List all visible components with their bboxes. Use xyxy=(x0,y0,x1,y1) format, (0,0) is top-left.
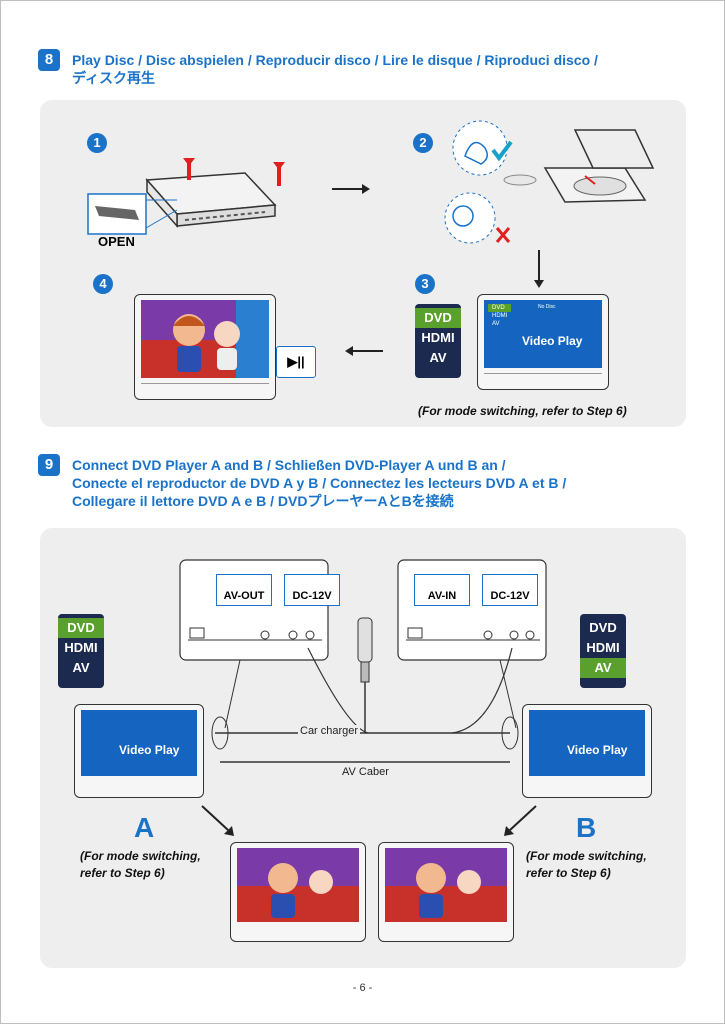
step-8-badge: 8 xyxy=(38,49,60,71)
note-b-line1: (For mode switching, xyxy=(526,849,647,863)
play-pause-icon: ▶|| xyxy=(276,346,316,378)
note-a-line2: refer to Step 6) xyxy=(80,866,165,880)
step-4-badge: 4 xyxy=(93,274,113,294)
monitor-screen: DVD HDMI AV No Disc Video Play xyxy=(484,300,602,368)
screen-menu-av: AV xyxy=(492,321,500,327)
note-a-line1: (For mode switching, xyxy=(80,849,201,863)
dc-12v-tag-left: DC-12V xyxy=(284,574,340,606)
arrow-down-icon xyxy=(534,250,544,288)
monitor-b-output xyxy=(378,842,514,942)
page-number: - 6 - xyxy=(352,982,373,994)
menu-b-av: AV xyxy=(580,658,626,678)
car-charger-label: Car charger xyxy=(298,725,361,737)
monitor-buttons xyxy=(484,373,602,384)
monitor-a: Video Play xyxy=(74,704,204,798)
arrow-left-icon xyxy=(345,346,383,356)
screen-menu-hdmi: HDMI xyxy=(492,313,508,319)
section-9-title-line3: Collegare il lettore DVD A e B / DVDプレーヤ… xyxy=(72,493,454,509)
video-play-label: Video Play xyxy=(522,334,583,348)
no-disc-label: No Disc xyxy=(538,304,556,310)
section-8-title-line1: Play Disc / Disc abspielen / Reproducir … xyxy=(72,52,598,68)
menu-item-av: AV xyxy=(429,350,447,365)
monitor-a-screen: Video Play xyxy=(81,710,197,776)
av-in-tag: AV-IN xyxy=(414,574,470,606)
player-open-illustration xyxy=(87,158,285,235)
monitor-playing xyxy=(134,294,276,400)
arrow-right-icon xyxy=(332,184,370,194)
section-8-title: Play Disc / Disc abspielen / Reproducir … xyxy=(72,51,598,87)
menu-b-dvd: DVD xyxy=(589,620,617,635)
screen-menu-dvd: DVD xyxy=(488,304,512,312)
step-3-badge: 3 xyxy=(415,274,435,294)
section-8-title-line2: ディスク再生 xyxy=(72,70,156,86)
av-cable-label: AV Caber xyxy=(342,766,389,778)
menu-item-hdmi: HDMI xyxy=(421,330,455,345)
letter-b: B xyxy=(576,812,597,843)
arrow-down-right-icon xyxy=(201,805,234,836)
source-menu: DVD HDMI AV xyxy=(415,304,461,378)
menu-a-dvd: DVD xyxy=(58,618,104,638)
menu-item-dvd: DVD xyxy=(415,308,461,328)
open-label: OPEN xyxy=(98,234,135,249)
mode-switch-note: (For mode switching, refer to Step 6) xyxy=(418,404,627,418)
monitor-b-video-play: Video Play xyxy=(567,743,628,757)
arrow-down-left-icon xyxy=(504,805,537,836)
av-out-tag: AV-OUT xyxy=(216,574,272,606)
monitor-b-screen: Video Play xyxy=(529,710,645,776)
step-2-badge: 2 xyxy=(413,133,433,153)
note-b-line2: refer to Step 6) xyxy=(526,866,611,880)
source-menu-b: DVD HDMI AV xyxy=(580,614,626,688)
cartoon-video-frame-b xyxy=(385,848,507,922)
screen-menu: DVD HDMI AV xyxy=(488,304,512,328)
menu-b-hdmi: HDMI xyxy=(586,640,620,655)
source-menu-a: DVD HDMI AV xyxy=(58,614,104,688)
letter-a: A xyxy=(134,812,155,843)
step-1-badge: 1 xyxy=(87,133,107,153)
monitor-a-output xyxy=(230,842,366,942)
monitor-buttons xyxy=(141,383,269,394)
monitor-a-video-play: Video Play xyxy=(119,743,180,757)
note-a: (For mode switching, refer to Step 6) xyxy=(80,848,201,882)
connect-panel: AV-OUT DC-12V AV-IN DC-12V Car charger A… xyxy=(40,528,686,968)
section-9-title: Connect DVD Player A and B / Schließen D… xyxy=(72,456,566,510)
disc-handling-illustration xyxy=(444,120,655,244)
cartoon-video-frame xyxy=(141,300,269,378)
section-9-title-line1: Connect DVD Player A and B / Schließen D… xyxy=(72,457,506,473)
menu-a-hdmi: HDMI xyxy=(64,640,98,655)
dc-12v-tag-right: DC-12V xyxy=(482,574,538,606)
section-9-title-line2: Conecte el reproductor de DVD A y B / Co… xyxy=(72,475,567,491)
play-disc-panel: 1 OPEN 2 4 xyxy=(40,100,686,427)
menu-a-av: AV xyxy=(72,660,90,675)
monitor-video-play: DVD HDMI AV No Disc Video Play xyxy=(477,294,609,390)
monitor-b: Video Play xyxy=(522,704,652,798)
note-b: (For mode switching, refer to Step 6) xyxy=(526,848,647,882)
step-9-badge: 9 xyxy=(38,454,60,476)
cartoon-video-frame-a xyxy=(237,848,359,922)
